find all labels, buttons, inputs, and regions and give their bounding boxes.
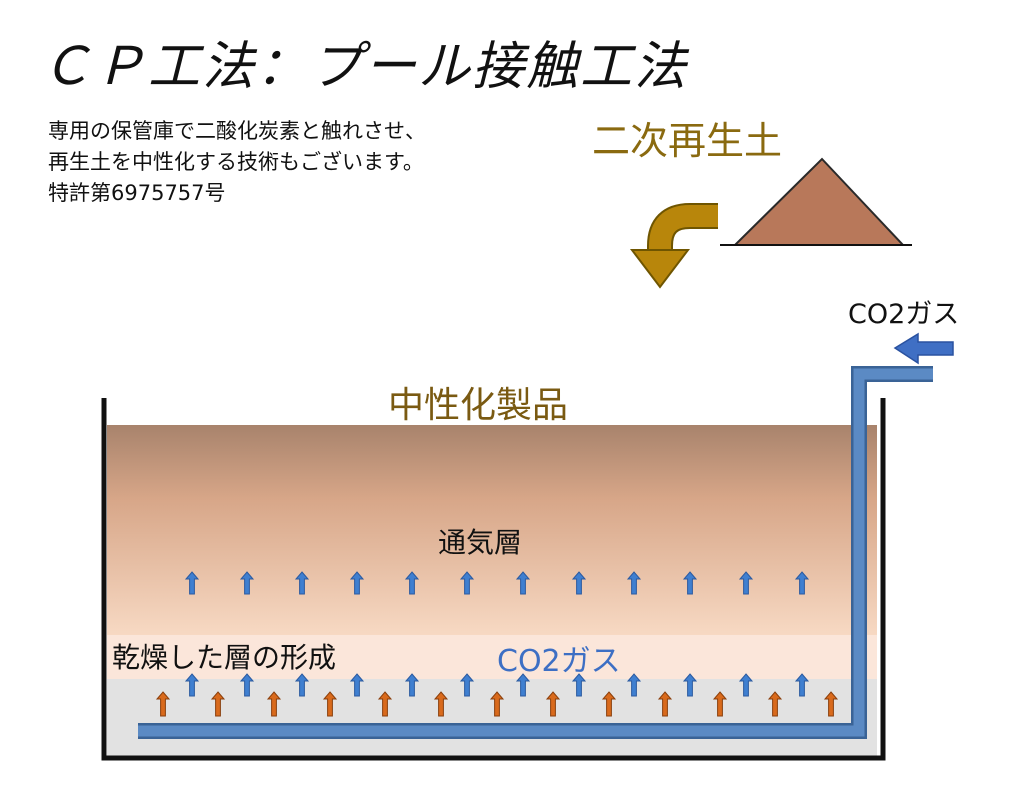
up-arrow-icon (349, 571, 365, 595)
curved-down-arrow-icon (629, 203, 718, 289)
description-line: 再生土を中性化する技術もございます。 (48, 150, 424, 174)
description-line: 特許第6975757号 (48, 181, 226, 205)
secondary-soil-label: 二次再生土 (592, 119, 783, 163)
up-arrow-icon (657, 691, 673, 717)
up-arrow-icon (682, 571, 698, 595)
up-arrow-icon (377, 691, 393, 717)
soil-pile (732, 157, 906, 246)
up-arrow-icon (601, 691, 617, 717)
up-arrow-icon (712, 691, 728, 717)
gas-arrows (155, 673, 839, 717)
up-arrow-icon (404, 571, 420, 595)
up-arrow-icon (322, 691, 338, 717)
up-arrow-icon (545, 691, 561, 717)
up-arrow-icon (433, 691, 449, 717)
up-arrow-icon (294, 673, 310, 697)
up-arrow-icon (571, 673, 587, 697)
dry-layer-band (107, 635, 877, 679)
page-title: ＣＰ工法：プール接触工法 (40, 37, 689, 97)
up-arrow-icon (767, 691, 783, 717)
up-arrow-icon (823, 691, 839, 717)
up-arrow-icon (294, 571, 310, 595)
up-arrow-icon (794, 673, 810, 697)
neutralized-product-label: 中性化製品 (388, 385, 569, 426)
up-arrow-icon (349, 673, 365, 697)
up-arrow-icon (489, 691, 505, 717)
up-arrow-icon (184, 571, 200, 595)
soil-layer (107, 425, 877, 635)
description-line: 専用の保管庫で二酸化炭素と触れさせ、 (48, 119, 426, 143)
up-arrow-icon (515, 571, 531, 595)
up-arrow-icon (794, 571, 810, 595)
up-arrow-icon (459, 571, 475, 595)
up-arrow-icon (184, 673, 200, 697)
up-arrow-icon (571, 571, 587, 595)
up-arrow-icon (210, 691, 226, 717)
bottom-band (107, 679, 877, 756)
aeration-arrows (184, 571, 810, 595)
up-arrow-icon (239, 673, 255, 697)
up-arrow-icon (239, 571, 255, 595)
up-arrow-icon (738, 673, 754, 697)
up-arrow-icon (626, 571, 642, 595)
up-arrow-icon (626, 673, 642, 697)
pool-container (101, 398, 886, 761)
up-arrow-icon (155, 691, 171, 717)
co2-gas-label: CO2ガス (497, 644, 621, 679)
up-arrow-icon (738, 571, 754, 595)
up-arrow-icon (682, 673, 698, 697)
up-arrow-icon (515, 673, 531, 697)
co2-inlet-label: CO2ガス (848, 299, 960, 330)
up-arrow-icon (459, 673, 475, 697)
left-arrow-icon (893, 332, 954, 365)
description: 専用の保管庫で二酸化炭素と触れさせ、 再生土を中性化する技術もございます。 特許… (48, 116, 426, 209)
up-arrow-icon (266, 691, 282, 717)
aeration-layer-label: 通気層 (438, 526, 523, 559)
up-arrow-icon (404, 673, 420, 697)
dry-layer-label: 乾燥した層の形成 (112, 641, 337, 674)
